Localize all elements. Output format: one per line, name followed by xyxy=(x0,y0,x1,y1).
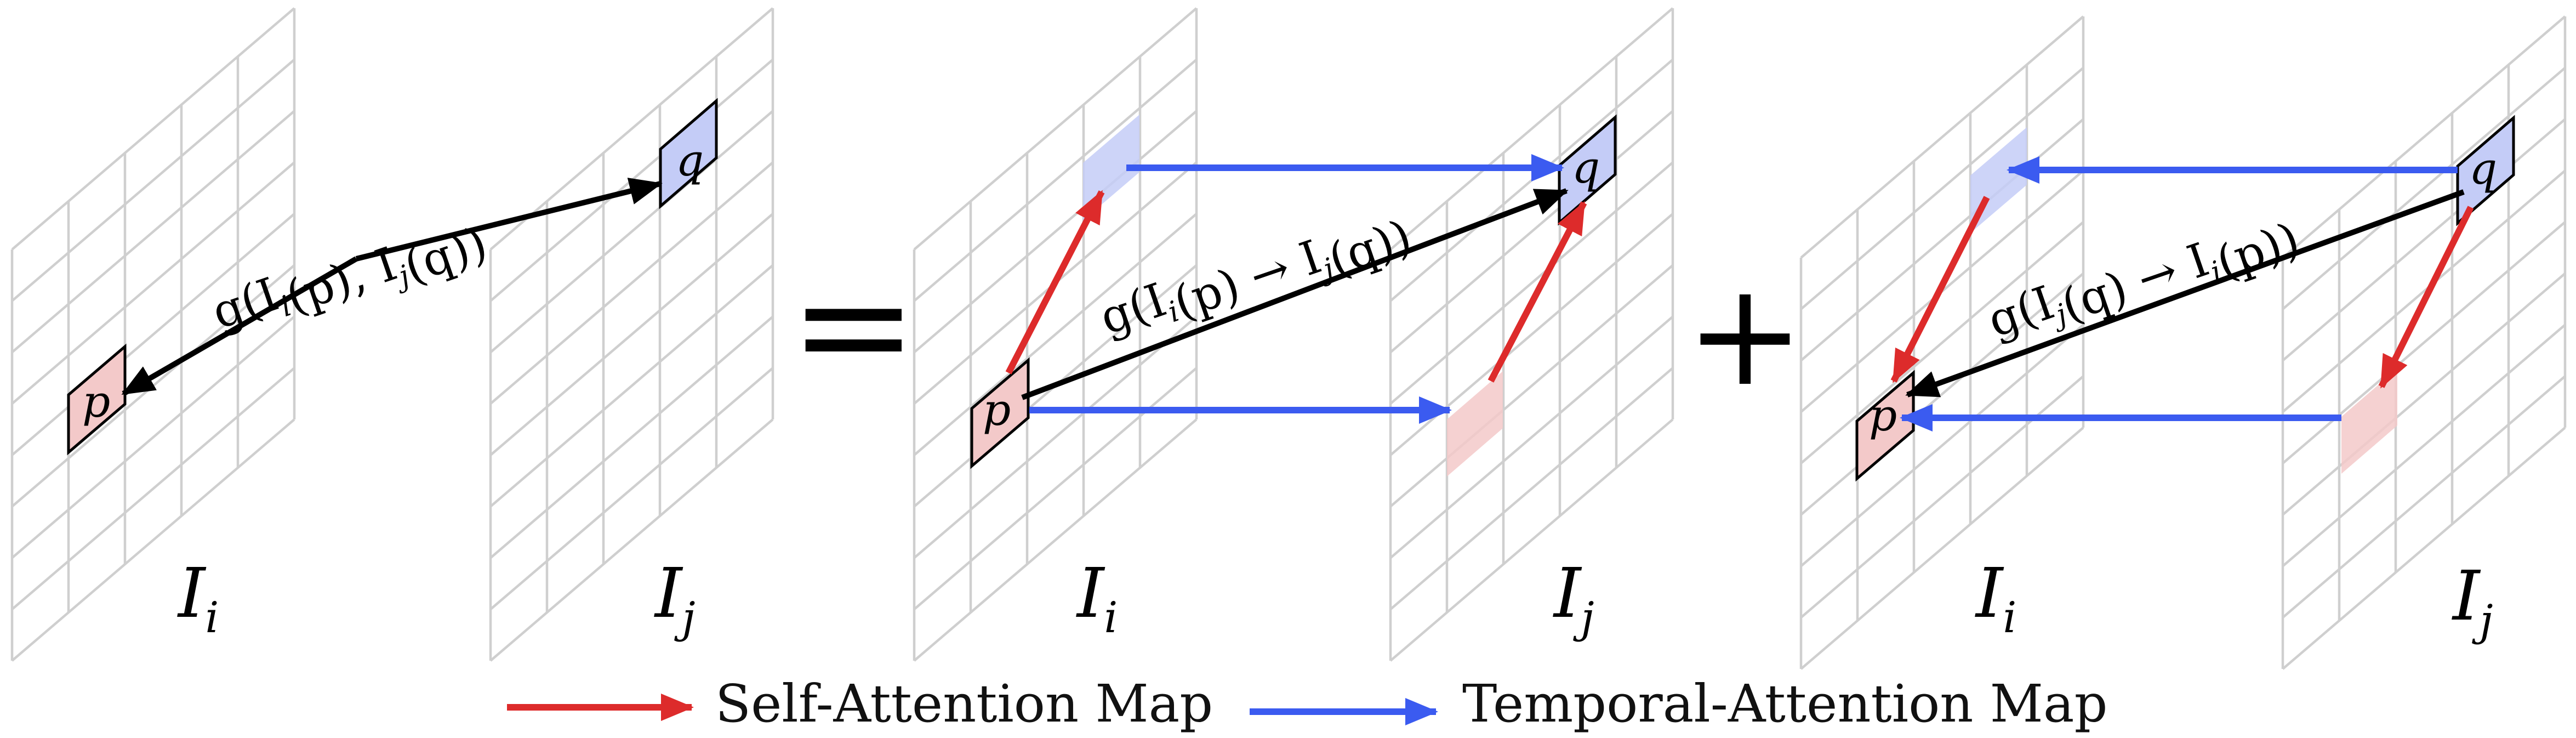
legend: Self-Attention Map Temporal-Attention Ma… xyxy=(507,674,2107,734)
panel-2-q-label: q xyxy=(1572,142,1600,193)
panel-2: p q g(Ii(p) → Ij(q)) Ii Ij xyxy=(913,7,1674,662)
panel-1-frame-j-grid xyxy=(489,7,774,662)
panel-1-frame-j-label: Ij xyxy=(654,554,696,643)
panel-1-relation-arrow-to-p xyxy=(121,256,358,396)
panel-3-frame-j-grid xyxy=(2281,15,2567,670)
legend-self-attention-label: Self-Attention Map xyxy=(715,674,1213,734)
panel-2-frame-j-label: Ij xyxy=(1553,554,1594,643)
panel-2-p-cell xyxy=(970,357,1030,469)
equals-sign: = xyxy=(789,236,918,415)
panel-1-relation-arrow-to-q xyxy=(355,178,663,262)
panel-3-self-attention-arrow-i xyxy=(1890,196,1990,383)
panel-3-p-label: p xyxy=(1869,390,1897,441)
panel-1-p-cell xyxy=(67,343,127,456)
panel-2-frame-i-grid xyxy=(913,7,1198,662)
panel-3-self-attention-arrow-j xyxy=(2378,206,2474,389)
panel-2-self-attention-arrow-i xyxy=(1005,190,1105,374)
panel-3-q-label: q xyxy=(2469,143,2497,194)
panel-3-frame-i-grid xyxy=(1799,15,2085,670)
panel-2-intermediate-red-cell xyxy=(1447,371,1503,476)
panel-2-self-attention-arrow-j xyxy=(1488,201,1587,383)
panel-3-frame-i-label: Ii xyxy=(1975,554,2016,643)
panel-3-q-cell xyxy=(2456,115,2515,226)
plus-sign: + xyxy=(1685,252,1805,418)
panel-1-frame-i-grid xyxy=(10,7,296,662)
panel-3-frame-j-label: Ij xyxy=(2452,557,2493,645)
legend-temporal-attention-label: Temporal-Attention Map xyxy=(1462,674,2107,734)
panel-2-frame-i-label: Ii xyxy=(1076,554,1118,643)
panel-2-relation-arrow xyxy=(1021,188,1569,400)
panel-3-intermediate-red-cell xyxy=(2341,368,2397,474)
panel-2-relation-label: g(Ii(p) → Ij(q)) xyxy=(1093,190,1418,364)
panel-2-p-label: p xyxy=(983,384,1011,435)
panel-3-relation-label: g(Ij(q) → Ii(p)) xyxy=(1981,193,2306,366)
panel-1-q-label: q xyxy=(676,135,704,186)
panel-1-p-label: p xyxy=(82,376,110,427)
panel-3: p q g(Ij(q) → Ii(p)) Ii Ij xyxy=(1799,15,2567,670)
panel-3-relation-arrow xyxy=(1905,189,2465,398)
panel-2-frame-j-grid xyxy=(1389,7,1674,662)
panel-1-frame-i-label: Ii xyxy=(177,554,219,643)
panel-1-relation-label: g(Ii(p), Ij(q)) xyxy=(206,197,494,358)
panel-1: p q g(Ii(p), Ij(q)) Ii Ij xyxy=(10,7,774,662)
